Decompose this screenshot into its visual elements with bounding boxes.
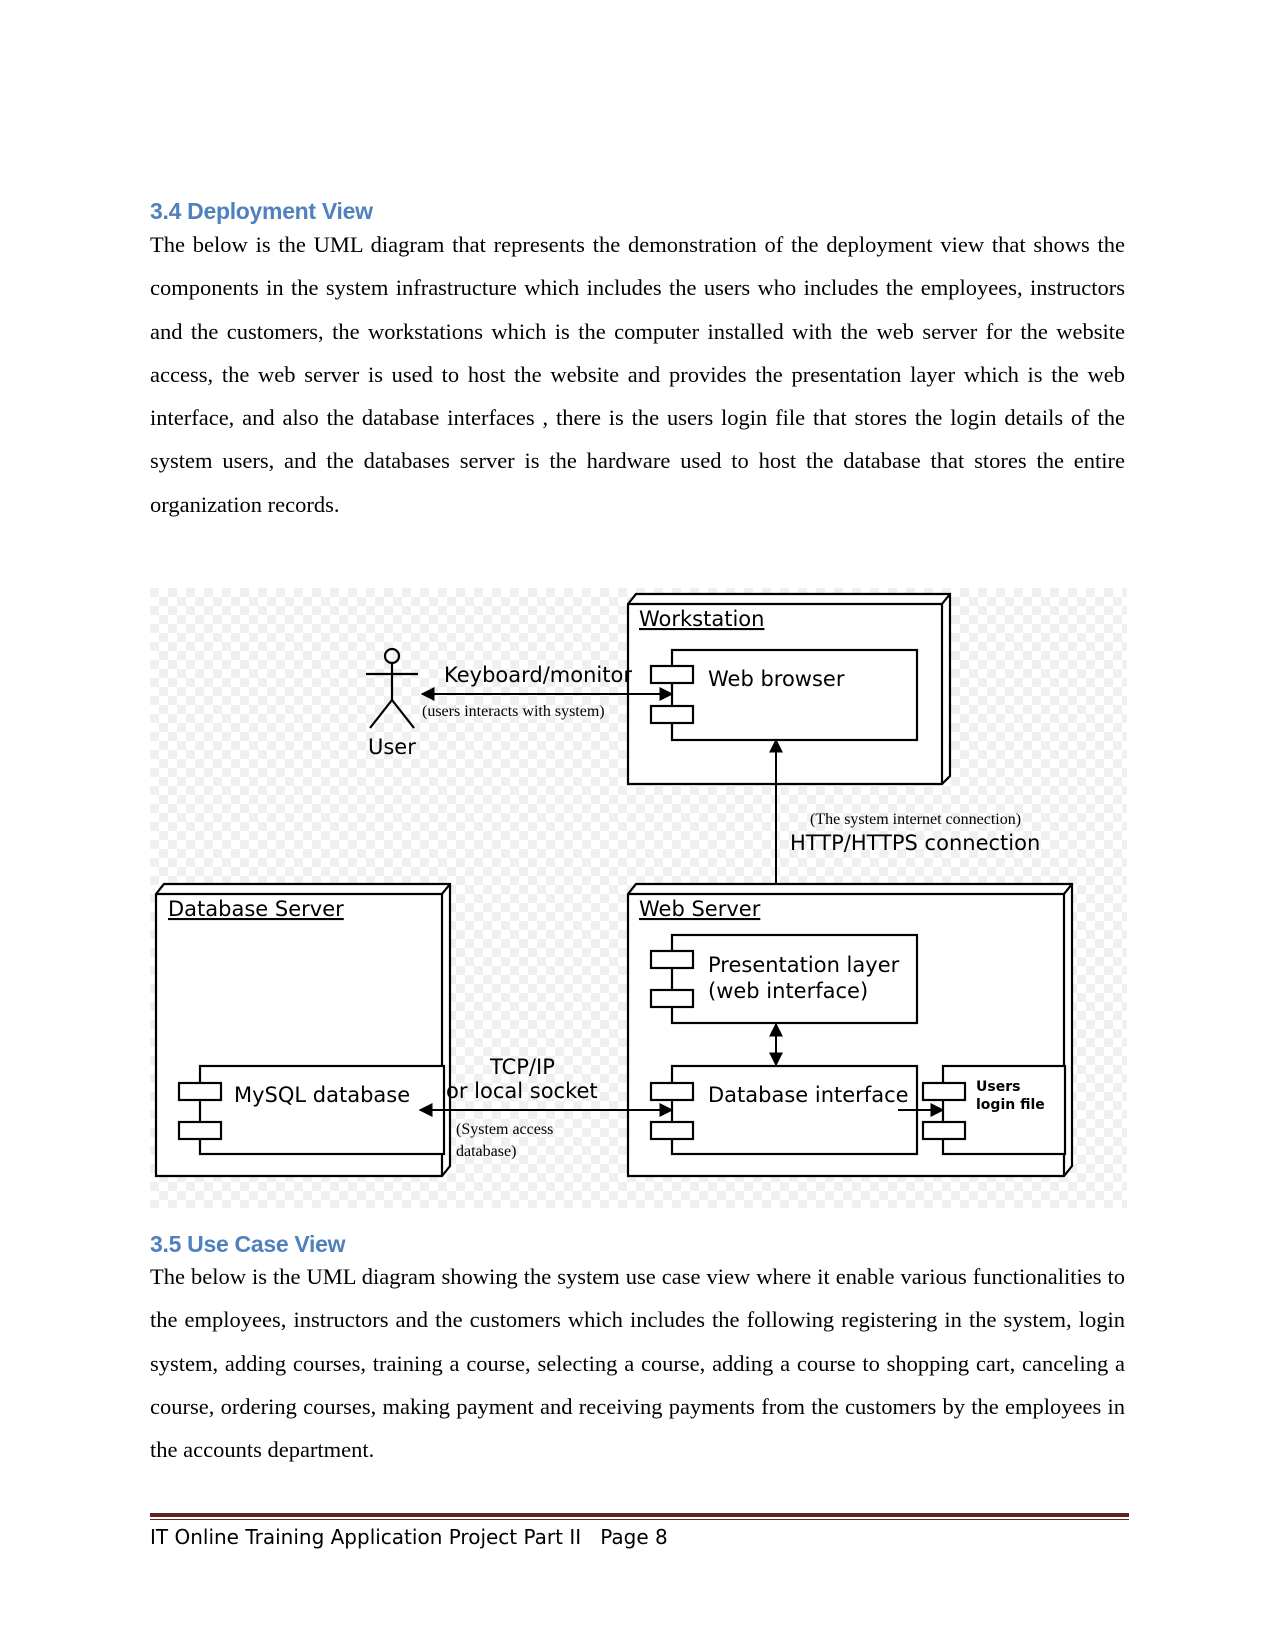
footer-page-number: Page 8 xyxy=(600,1525,668,1549)
user-label: User xyxy=(368,735,416,759)
presentation-layer-component: Presentation layer (web interface) xyxy=(649,933,919,1025)
database-interface-component: Database interface xyxy=(649,1064,919,1156)
system-access-note: (System access xyxy=(456,1121,553,1138)
users-login-file-label: Users xyxy=(976,1079,1020,1095)
tcp-ip-label: TCP/IP xyxy=(489,1055,555,1079)
presentation-layer-label: Presentation layer xyxy=(708,953,900,977)
http-connection-label: HTTP/HTTPS connection xyxy=(790,831,1040,855)
users-login-file-component: Users login file xyxy=(921,1064,1067,1156)
internet-connection-note: (The system internet connection) xyxy=(810,811,1021,828)
workstation-label: Workstation xyxy=(639,607,764,631)
users-login-file-sublabel: login file xyxy=(976,1097,1045,1113)
use-case-view-paragraph: The below is the UML diagram showing the… xyxy=(150,1264,1125,1463)
user-actor-icon xyxy=(366,647,418,729)
mysql-database-label: MySQL database xyxy=(234,1083,410,1107)
presentation-layer-sublabel: (web interface) xyxy=(708,979,868,1003)
mysql-database-component: MySQL database xyxy=(177,1064,446,1156)
users-interacts-note: (users interacts with system) xyxy=(422,703,605,720)
deployment-diagram: Workstation Web browser User Keyboard/mo… xyxy=(150,588,1127,1208)
footer-rule-thin xyxy=(150,1519,1129,1520)
keyboard-monitor-label: Keyboard/monitor xyxy=(444,663,632,687)
deployment-view-paragraph: The below is the UML diagram that repres… xyxy=(150,232,1125,517)
footer-rule xyxy=(150,1513,1129,1517)
footer-title: IT Online Training Application Project P… xyxy=(150,1525,582,1549)
database-interface-label: Database interface xyxy=(708,1083,909,1107)
page-footer: IT Online Training Application Project P… xyxy=(150,1525,668,1549)
web-browser-label: Web browser xyxy=(708,667,845,691)
database-server-label: Database Server xyxy=(168,897,344,921)
web-browser-component: Web browser xyxy=(649,648,919,742)
system-access-note-2: database) xyxy=(456,1143,516,1160)
local-socket-label: or local socket xyxy=(446,1079,598,1103)
web-server-label: Web Server xyxy=(639,897,761,921)
section-heading-deployment-view: 3.4 Deployment View xyxy=(150,198,373,224)
section-heading-use-case-view: 3.5 Use Case View xyxy=(150,1231,346,1257)
